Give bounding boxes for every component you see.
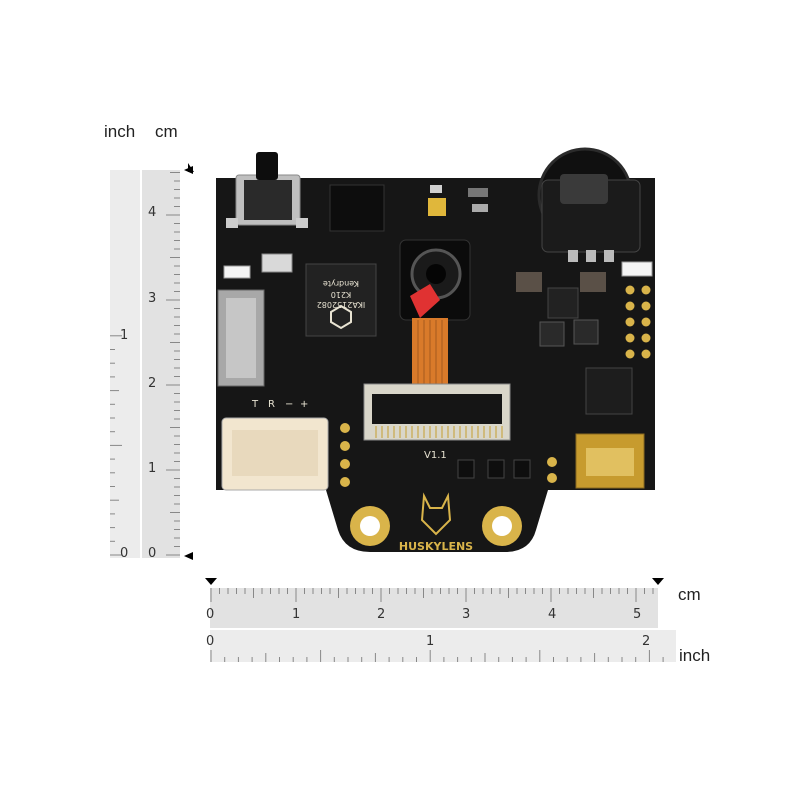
pin-label-t: T [251, 399, 259, 410]
left-h-marker [205, 578, 217, 585]
chip-line1: Kendryte [323, 279, 359, 288]
board-version: V1.1 [424, 450, 447, 461]
gold-pad [547, 457, 557, 467]
v-cm-tick-0: 0 [148, 546, 157, 561]
v-inch-tick-0: 0 [120, 546, 129, 561]
gold-pad [641, 285, 651, 295]
h-inch-tick-2: 2 [642, 634, 651, 649]
horizontal-cm-ruler [210, 588, 658, 628]
gold-pad [641, 301, 651, 311]
vertical-cm-ruler [142, 170, 180, 558]
horizontal-inch-ruler [210, 630, 676, 662]
chip-line3: IKA2152082 [317, 300, 366, 309]
gold-pad [625, 317, 635, 327]
husky-logo-icon [420, 492, 452, 536]
v-cm-tick-2: 2 [148, 376, 157, 391]
v-cm-tick-3: 3 [148, 291, 157, 306]
gold-pad [641, 333, 651, 343]
gold-pad [641, 349, 651, 359]
h-inch-tick-0: 0 [206, 634, 215, 649]
brand-name: HUSKYLENS [399, 540, 473, 553]
gold-pad [641, 317, 651, 327]
h-cm-tick-4: 4 [548, 607, 557, 622]
gold-pad [547, 473, 557, 483]
gold-pad [625, 285, 635, 295]
pin-label-minus: − [285, 399, 293, 410]
h-cm-tick-2: 2 [377, 607, 386, 622]
inch-label-right: inch [679, 646, 711, 665]
gold-pad [340, 441, 350, 451]
gold-pad [340, 423, 350, 433]
v-cm-tick-1: 1 [148, 461, 157, 476]
gold-pad [625, 333, 635, 343]
v-inch-tick-1: 1 [120, 328, 129, 343]
cm-label-top: cm [155, 122, 178, 141]
gold-pad [340, 459, 350, 469]
h-cm-tick-0: 0 [206, 607, 215, 622]
vertical-inch-ruler [110, 170, 140, 558]
chip-line2: K210 [331, 290, 352, 299]
right-h-marker [652, 578, 664, 585]
bottom-marker [184, 552, 193, 560]
cm-label-right: cm [678, 585, 701, 604]
h-inch-tick-1: 1 [426, 634, 435, 649]
inch-label-top: inch [104, 122, 136, 141]
v-cm-tick-4: 4 [148, 205, 157, 220]
gold-pad [625, 301, 635, 311]
h-cm-tick-5: 5 [633, 607, 642, 622]
gold-pad [625, 349, 635, 359]
h-cm-tick-1: 1 [292, 607, 301, 622]
h-cm-tick-3: 3 [462, 607, 471, 622]
pin-label-r: R [268, 399, 275, 410]
gold-pad [340, 477, 350, 487]
pin-label-plus: + [300, 399, 308, 410]
